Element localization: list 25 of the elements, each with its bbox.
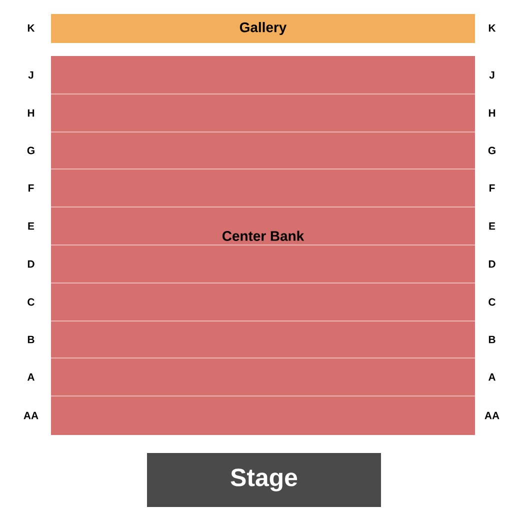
row-label: D <box>28 260 34 268</box>
row-label: K <box>488 24 496 32</box>
row-label: F <box>490 184 495 192</box>
row-label: J <box>489 71 494 79</box>
row-label: C <box>28 298 34 306</box>
row-label: D <box>488 260 496 268</box>
row-label: A <box>28 373 34 381</box>
row-label: G <box>27 146 34 154</box>
row-label: E <box>28 222 34 230</box>
row-label: C <box>488 298 496 306</box>
section-block: Center Bank <box>51 56 476 435</box>
row-label: K <box>28 24 35 32</box>
row-label: E <box>489 222 496 230</box>
row-label: F <box>28 184 34 192</box>
row-label: J <box>28 71 34 79</box>
row-label: B <box>488 336 496 344</box>
row-label: B <box>28 336 34 344</box>
section-band: Gallery <box>51 14 476 43</box>
row-label: AA <box>484 412 500 420</box>
row-label: H <box>488 109 496 117</box>
row-label: AA <box>24 412 38 420</box>
row-label: A <box>488 373 496 381</box>
row-label: G <box>488 146 496 154</box>
stage-block: Stage <box>147 453 381 507</box>
row-label: H <box>28 109 34 117</box>
